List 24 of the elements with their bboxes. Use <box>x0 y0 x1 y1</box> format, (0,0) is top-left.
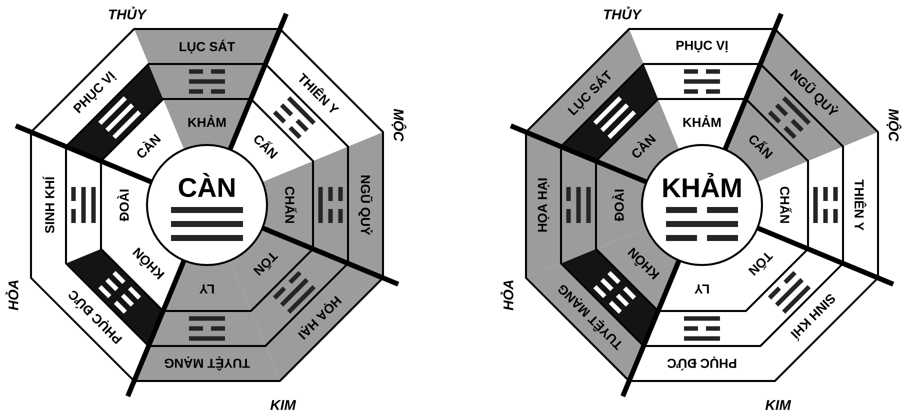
sector-label: LY <box>199 284 214 294</box>
sector-label: LY <box>694 284 709 294</box>
sector-label: LỤC SÁT <box>180 40 235 54</box>
element-label: KIM <box>765 400 792 410</box>
sector-label: CHẤN <box>780 186 792 223</box>
element-label: THỦY <box>604 6 642 20</box>
element-label: HỎA <box>6 280 18 310</box>
element-label: THỦY <box>108 6 148 20</box>
element-label: HỎA <box>500 280 514 310</box>
sector-label: KHẢM <box>188 115 226 127</box>
element-label: KIM <box>270 400 296 410</box>
sector-label: HỌA HẠI <box>538 178 550 232</box>
sector-label: CHẤN <box>285 186 297 223</box>
sector-label: TUYỆT MẠNG <box>164 356 250 370</box>
sector-label: NGŨ QUỶ <box>358 176 373 236</box>
sector-label: PHỤC ĐỨC <box>667 356 736 370</box>
sector-label: PHỤC VỊ <box>676 40 728 52</box>
element-label: MỘC <box>392 108 406 142</box>
sector-label: ĐOÀI <box>117 190 129 222</box>
element-label: MỘC <box>886 108 902 142</box>
sector-label: SINH KHÍ <box>42 176 54 234</box>
sector-label: THIÊN Y <box>854 180 866 230</box>
sector-label: KHẢM <box>683 115 721 127</box>
sector-label: ĐOÀI <box>612 190 624 222</box>
